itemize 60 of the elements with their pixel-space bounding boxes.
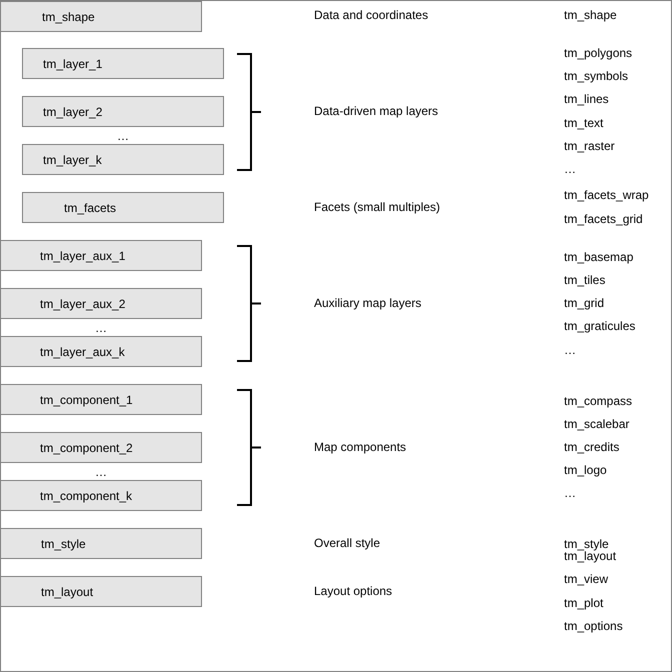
category-label: Data-driven map layers: [314, 105, 438, 118]
function-name: tm_lines: [564, 93, 609, 106]
function-name: tm_view: [564, 573, 608, 586]
function-name: tm_facets_grid: [564, 213, 643, 226]
function-box: [0, 480, 202, 511]
function-name: tm_style: [564, 538, 609, 551]
function-name: tm_plot: [564, 597, 604, 610]
function-box: [0, 576, 202, 607]
function-box: [0, 432, 202, 463]
function-name: tm_logo: [564, 464, 607, 477]
function-name: tm_layer_2: [43, 106, 102, 118]
function-box: [0, 384, 202, 415]
function-box: [22, 48, 224, 79]
ellipsis: …: [564, 344, 576, 357]
function-name: tm_layer_1: [43, 58, 102, 70]
function-name: tm_layer_aux_1: [40, 250, 126, 262]
function-name: tm_text: [564, 117, 604, 130]
ellipsis: …: [95, 466, 107, 479]
ellipsis: …: [564, 163, 576, 176]
ellipsis: …: [95, 322, 107, 335]
function-name: tm_shape: [42, 10, 95, 22]
function-name: tm_layer_aux_2: [40, 298, 126, 310]
category-label: Layout options: [314, 585, 392, 598]
function-name: tm_layout: [41, 586, 94, 598]
function-name: tm_raster: [564, 140, 615, 153]
function-name: tm_style: [41, 538, 86, 550]
function-name: tm_component_2: [40, 442, 133, 454]
function-name: tm_shape: [564, 9, 617, 22]
function-name: tm_compass: [564, 395, 632, 408]
function-name: tm_basemap: [564, 251, 634, 264]
function-box: [0, 528, 202, 559]
category-label: Map components: [314, 441, 406, 454]
function-name: tm_polygons: [564, 47, 632, 60]
category-label: Overall style: [314, 537, 380, 550]
function-name: tm_symbols: [564, 70, 628, 83]
function-box: [0, 240, 202, 271]
function-name: tm_layer_aux_k: [40, 346, 125, 358]
function-name: tm_layout: [564, 550, 616, 563]
function-name: tm_options: [564, 620, 623, 633]
function-name: tm_grid: [564, 297, 604, 310]
function-name: tm_scalebar: [564, 418, 630, 431]
function-name: tm_facets: [64, 202, 116, 214]
function-name: tm_credits: [564, 441, 620, 454]
function-box: [22, 192, 224, 223]
function-box: [22, 96, 224, 127]
ellipsis: …: [564, 487, 576, 500]
function-name: tm_graticules: [564, 320, 636, 333]
function-box: [0, 288, 202, 319]
category-label: Auxiliary map layers: [314, 297, 422, 310]
function-box: [0, 336, 202, 367]
function-box: [22, 144, 224, 175]
function-name: tm_tiles: [564, 274, 606, 287]
function-name: tm_component_1: [40, 394, 133, 406]
function-name: tm_component_k: [40, 490, 132, 502]
function-name: tm_layer_k: [43, 154, 102, 166]
ellipsis: …: [117, 130, 129, 143]
category-label: Data and coordinates: [314, 9, 428, 22]
function-box: [0, 1, 202, 32]
function-name: tm_facets_wrap: [564, 189, 649, 202]
category-label: Facets (small multiples): [314, 201, 440, 214]
